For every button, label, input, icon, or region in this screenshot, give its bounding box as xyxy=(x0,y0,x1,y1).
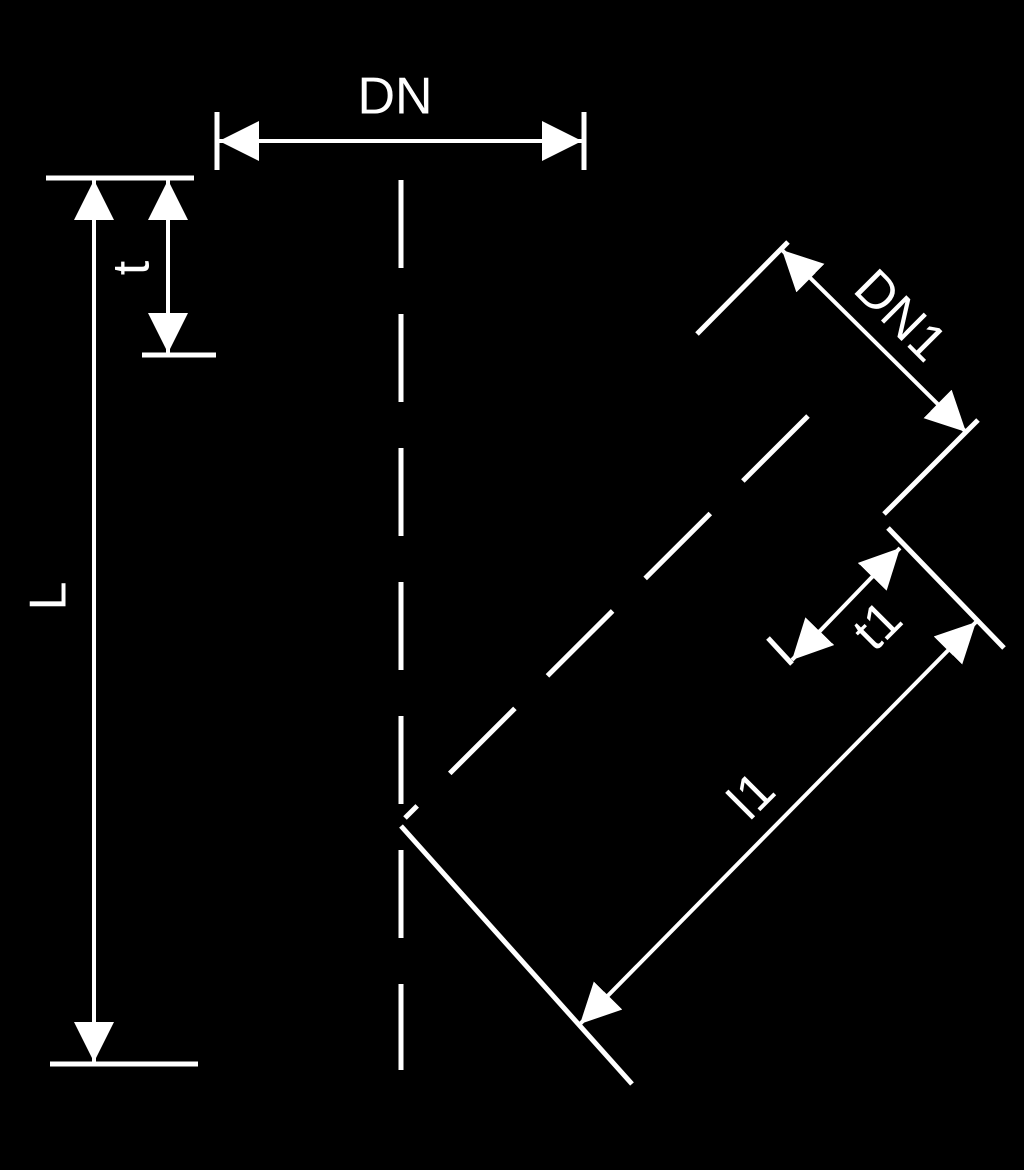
l1-dimension-line xyxy=(578,620,978,1026)
branch-end-line-right xyxy=(882,418,980,516)
branch-centerline xyxy=(403,414,810,820)
dn1-dimension-line xyxy=(780,248,968,434)
l-label: L xyxy=(20,582,78,611)
t-label: t xyxy=(103,260,161,275)
dn-label: DN xyxy=(357,68,432,126)
branch-socket-line xyxy=(886,526,1006,650)
branch-lower-edge xyxy=(399,824,634,1086)
branch-end-line-left xyxy=(695,240,790,336)
